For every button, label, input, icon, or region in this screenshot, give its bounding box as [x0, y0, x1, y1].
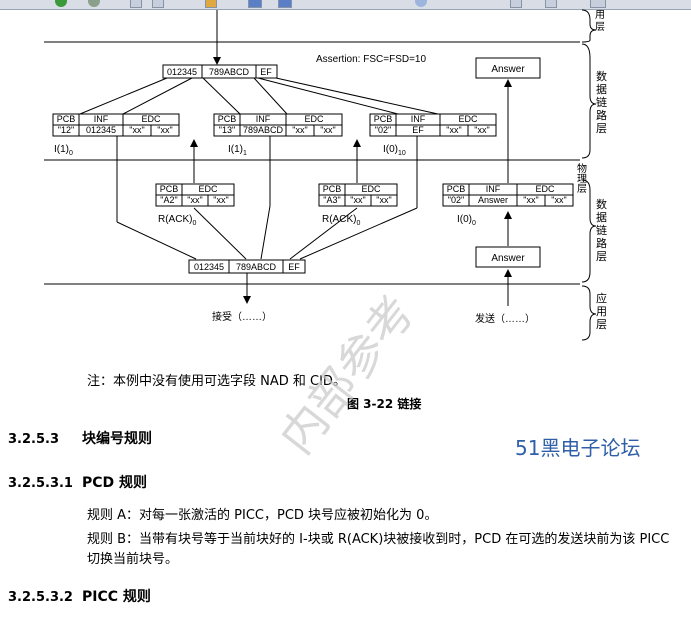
block-header-edc: EDC [361, 184, 381, 194]
block-value: "02" [448, 195, 464, 205]
block-header-pcb: PCB [57, 114, 76, 124]
block-value: "xx" [474, 125, 489, 135]
top-frame [162, 64, 278, 79]
answer-top-box: Answer [491, 64, 525, 75]
block-header-edc: EDC [141, 114, 161, 124]
block-header-edc: EDC [458, 114, 478, 124]
block-value: EF [412, 125, 424, 135]
block-header-edc: EDC [304, 114, 324, 124]
block-header-pcb: PCB [160, 184, 179, 194]
block-value: "A2" [160, 195, 177, 205]
block-value: "xx" [320, 125, 335, 135]
block-header-edc: EDC [535, 184, 555, 194]
rule-b-line-2: 切换当前块号。 [87, 552, 179, 567]
block-value: "xx" [523, 195, 538, 205]
nav-forward-icon[interactable] [88, 0, 100, 7]
block-value: "xx" [446, 125, 461, 135]
block-value: "02" [375, 125, 391, 135]
side-label-app-bottom: 应用层 [596, 291, 607, 331]
block-header-inf: INF [256, 114, 271, 124]
hand-tool-icon[interactable] [278, 0, 292, 8]
block-value: 789ABCD [243, 125, 284, 135]
diagram-note: 注：本例中没有使用可选字段 NAD 和 CID。 [87, 374, 346, 389]
block-header-inf: INF [411, 114, 426, 124]
bottom-frame-field: 789ABCD [236, 262, 277, 272]
block-value: "13" [219, 125, 235, 135]
section-title: PCD 规则 [82, 475, 148, 491]
section-title: PICC 规则 [82, 589, 151, 605]
block-label: I(1)0 [54, 144, 73, 157]
block-header-inf: INF [486, 184, 501, 194]
zoom-icon[interactable] [415, 0, 427, 7]
block-label: I(0)0 [457, 214, 476, 227]
toolbar-button[interactable] [130, 0, 142, 8]
top-frame-field: 789ABCD [209, 67, 250, 77]
block-label: R(ACK)0 [322, 214, 360, 227]
toolbar-button[interactable] [510, 0, 522, 8]
block-value: "xx" [213, 195, 228, 205]
block-value: "xx" [350, 195, 365, 205]
rule-a: 规则 A：对每一张激活的 PICC，PCD 块号应被初始化为 0。 [87, 508, 438, 523]
toolbar-strip [0, 0, 691, 10]
receive-label: 接受（……） [212, 310, 272, 323]
side-label-physical: 物理层 [577, 162, 587, 195]
section-heading: 3.2.5.3.1 PCD 规则 [8, 472, 147, 492]
bottom-frame-field: 012345 [194, 262, 224, 272]
rule-b-line-1: 规则 B：当带有块号等于当前块好的 I-块或 R(ACK)块被接收到时，PCD … [87, 532, 670, 547]
block-value: 012345 [86, 125, 116, 135]
block-header-edc: EDC [198, 184, 218, 194]
block-header-pcb: PCB [218, 114, 237, 124]
side-label-app-top: 用层 [595, 10, 605, 33]
block-header-pcb: PCB [323, 184, 342, 194]
figure-caption: 图 3-22 链接 [347, 397, 422, 411]
block-value: "12" [58, 125, 74, 135]
block-value: "xx" [292, 125, 307, 135]
block-header-inf: INF [94, 114, 109, 124]
section-number: 3.2.5.3 [8, 432, 59, 447]
assertion-text: Assertion: FSC=FSD=10 [316, 54, 426, 65]
block-value: "A3" [323, 195, 340, 205]
side-label-data-link-2: 数据链路层 [596, 198, 607, 263]
block-label: R(ACK)0 [158, 214, 196, 227]
block-value: "xx" [157, 125, 172, 135]
send-label: 发送（……） [475, 312, 535, 325]
nav-back-icon[interactable] [55, 0, 67, 7]
answer-bottom-box: Answer [491, 253, 525, 264]
pencil-icon[interactable] [205, 0, 217, 8]
forum-logo: 51黑电子论坛 [515, 436, 641, 460]
select-tool-icon[interactable] [248, 0, 262, 8]
section-heading: 3.2.5.3 块编号规则 [8, 428, 152, 448]
section-heading: 3.2.5.3.2 PICC 规则 [8, 586, 151, 606]
toolbar-button[interactable] [545, 0, 557, 8]
chaining-diagram: 用层 数据链路层 物理层 数据链路层 应用层 012345 789ABCD EF… [44, 9, 607, 341]
section-title: 块编号规则 [82, 431, 152, 447]
top-frame-field: EF [260, 67, 272, 77]
block-value: "xx" [129, 125, 144, 135]
block-value: "xx" [376, 195, 391, 205]
toolbar-button[interactable] [590, 0, 606, 8]
bottom-frame-field: EF [288, 262, 300, 272]
block-value: "xx" [187, 195, 202, 205]
toolbar-button[interactable] [152, 0, 164, 8]
side-label-data-link-1: 数据链路层 [596, 70, 607, 135]
block-header-pcb: PCB [447, 184, 466, 194]
block-value: Answer [478, 195, 508, 205]
block-header-pcb: PCB [374, 114, 393, 124]
block-label: I(1)1 [228, 144, 247, 157]
block-label: I(0)10 [383, 144, 406, 157]
top-frame-field: 012345 [167, 67, 197, 77]
section-number: 3.2.5.3.2 [8, 590, 73, 605]
section-number: 3.2.5.3.1 [8, 476, 73, 491]
block-value: "xx" [551, 195, 566, 205]
